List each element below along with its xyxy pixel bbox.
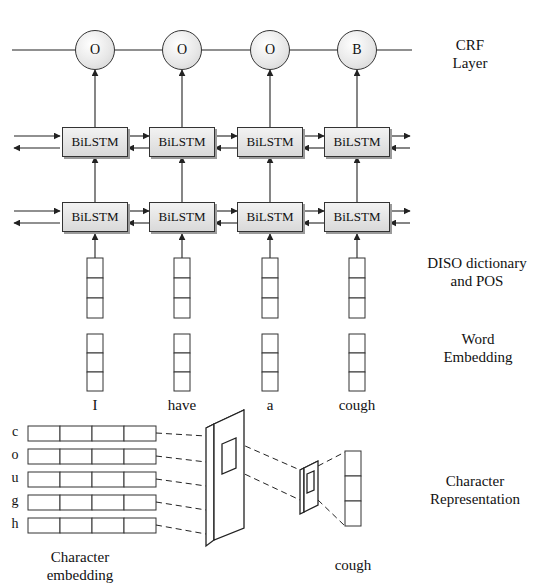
connector <box>290 49 337 50</box>
node-text: BiLSTM <box>159 134 206 150</box>
connector <box>303 210 324 211</box>
node-text: BiLSTM <box>72 209 119 225</box>
node-text: O <box>265 42 275 58</box>
input-word: I <box>65 396 125 414</box>
connector <box>128 210 149 211</box>
input-word: cough <box>322 396 392 414</box>
connector <box>356 70 357 127</box>
conv-slab <box>206 410 244 546</box>
feature-vectors <box>87 258 365 391</box>
feature-arrows <box>95 234 357 258</box>
connector <box>115 49 162 50</box>
crf-tag-circle: O <box>250 30 290 70</box>
bilstm-box: BiLSTM <box>62 127 128 157</box>
character-letter: c <box>6 424 24 441</box>
node-text: BiLSTM <box>72 134 119 150</box>
pool-slab <box>300 461 318 514</box>
input-word: have <box>152 396 212 414</box>
bilstm-box: BiLSTM <box>237 202 303 232</box>
layer-label: DISO dictionary and POS <box>418 254 536 290</box>
node-text: BiLSTM <box>247 134 294 150</box>
char-output-vector <box>345 451 361 526</box>
connector <box>269 157 270 202</box>
connector <box>94 70 95 127</box>
connector <box>128 135 149 136</box>
node-text: BiLSTM <box>159 209 206 225</box>
node-text: B <box>352 42 361 58</box>
crf-tag-circle: O <box>75 30 115 70</box>
connector <box>215 147 237 148</box>
connector <box>181 70 182 127</box>
connector <box>356 157 357 202</box>
conv-dashes <box>156 433 345 534</box>
crf-tag-circle: B <box>337 30 377 70</box>
connector <box>215 222 237 223</box>
bilstm-box: BiLSTM <box>324 127 390 157</box>
connector <box>202 49 250 50</box>
connector <box>303 147 324 148</box>
connector <box>128 147 149 148</box>
bilstm-box: BiLSTM <box>237 127 303 157</box>
connector <box>128 222 149 223</box>
connector <box>94 157 95 202</box>
connector <box>303 135 324 136</box>
node-text: BiLSTM <box>247 209 294 225</box>
connector <box>181 157 182 202</box>
node-text: BiLSTM <box>334 134 381 150</box>
layer-label: Character Representation <box>414 472 536 508</box>
input-word: a <box>240 396 300 414</box>
character-letter: u <box>6 470 24 487</box>
bilstm-box: BiLSTM <box>62 202 128 232</box>
crf-tag-circle: O <box>162 30 202 70</box>
connector <box>215 135 237 136</box>
character-letter: h <box>6 516 24 533</box>
node-text: O <box>90 42 100 58</box>
output-word: cough <box>318 556 388 574</box>
layer-label: Character embedding <box>28 548 132 584</box>
character-letter: g <box>6 493 24 510</box>
char-embedding-rows <box>28 426 156 533</box>
connector <box>215 210 237 211</box>
character-letter: o <box>6 447 24 464</box>
bilstm-box: BiLSTM <box>149 202 215 232</box>
connector <box>269 70 270 127</box>
node-text: O <box>177 42 187 58</box>
layer-label: CRF Layer <box>440 36 500 72</box>
bilstm-box: BiLSTM <box>324 202 390 232</box>
connector <box>303 222 324 223</box>
node-text: BiLSTM <box>334 209 381 225</box>
bilstm-box: BiLSTM <box>149 127 215 157</box>
layer-label: Word Embedding <box>428 330 528 366</box>
